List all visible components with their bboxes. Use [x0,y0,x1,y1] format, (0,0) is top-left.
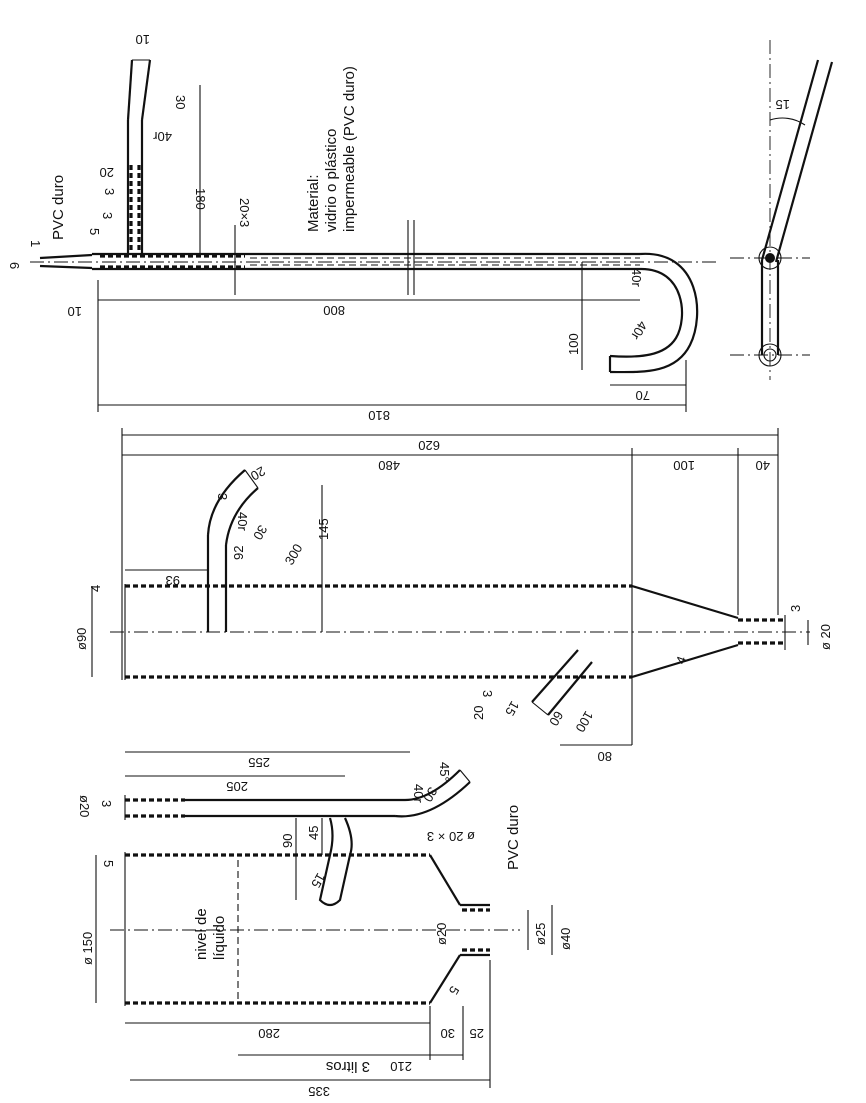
litros-label: 3 litros [326,1058,370,1075]
dim-10-top: 10 [136,32,150,47]
pvc-duro-bottom: PVC duro [505,805,522,870]
dim-3-outlet: 3 [788,605,803,612]
nivel-label-2: líquido [211,916,228,960]
dim-60: 60 [546,709,566,729]
dim-3b: 3 [100,212,115,219]
dim-180: 180 [193,188,208,210]
dim-20-mid: 20 [248,463,268,483]
dim-205: 205 [226,779,248,794]
side-detail: 15 [730,40,834,380]
dim-30: 30 [173,95,188,109]
bottom-vessel-assembly: 255 205 40r 45° 30 ø20 3 90 45 ø 20 × 3 … [77,751,573,1099]
material-value-1: vidrio o plástico [323,129,340,232]
dim-800: 800 [323,303,345,318]
dim-20-inner: ø20 [434,923,449,945]
dim-10-left: 10 [68,304,82,319]
dim-100-lower: 100 [573,709,597,735]
nivel-label-1: nivel de [193,908,210,960]
dim-100-mid: 100 [673,458,695,473]
dim-40-mid: 40 [756,458,770,473]
dim-210: 210 [390,1059,412,1074]
dim-40r: 40r [153,129,172,144]
dim-150-dia: ø 150 [80,932,95,965]
dim-5: 5 [87,228,102,235]
dim-90-dia: ø90 [74,628,89,650]
dim-20-lower: 20 [471,706,486,720]
u-bend-inner [609,267,684,358]
dim-20x3-bot: ø 20 × 3 [427,829,475,844]
dim-15-bot: 15 [308,871,328,891]
middle-body-assembly: 620 480 100 40 93 92 20 3 40r 30 300 145… [74,428,833,764]
dim-40r-mid: 40r [235,512,250,531]
material-label: Material: [305,174,322,232]
dim-93: 93 [166,573,180,588]
dim-3-bot: 3 [99,800,114,807]
dim-30-cone: 30 [441,1026,455,1041]
dim-30-bot: 30 [420,785,440,805]
dim-620: 620 [418,438,440,453]
dim-45-bot: 45 [306,826,321,840]
dim-40r-b: 40r [628,319,651,343]
dim-25-dia: ø25 [533,923,548,945]
dim-280: 280 [258,1026,280,1041]
dim-100: 100 [566,333,581,355]
dim-70: 70 [636,388,650,403]
top-tube-assembly: 800 810 100 70 180 20×3 10 30 40r 20 3 3… [7,32,720,423]
dim-4-top: 4 [88,585,103,592]
dim-300: 300 [282,541,306,567]
dim-5-cone: 5 [446,984,463,998]
dim-3a: 3 [102,188,117,195]
dim-20: 20 [100,165,114,180]
dim-3-mid: 3 [215,493,230,500]
dim-145: 145 [316,518,331,540]
dim-45-deg: 45° [437,762,452,782]
dim-6: 6 [7,262,22,269]
u-bend-outer [609,252,699,374]
dim-3-lower: 3 [480,690,495,697]
dim-15-lower: 15 [502,699,522,719]
dim-810: 810 [368,408,390,423]
dim-4-cone: 4 [673,654,690,666]
material-value-2: impermeable (PVC duro) [341,66,358,232]
dim-335: 335 [308,1084,330,1099]
dim-5-bot: 5 [101,860,116,867]
dim-40r-a: 40r [629,268,644,287]
dim-1: 1 [28,240,43,247]
dim-20-dia: ø20 [77,795,92,817]
dim-40r-bot: 40r [411,784,426,803]
dim-40-dia: ø40 [558,928,573,950]
dim-25-end: 25 [470,1026,484,1041]
dim-20-outlet: ø 20 [818,624,833,650]
dim-30-mid: 30 [250,523,270,543]
dim-255: 255 [248,755,270,770]
dim-480: 480 [378,458,400,473]
dim-15-angle: 15 [776,97,790,112]
dim-90-bot: 90 [280,834,295,848]
pvc-duro-top: PVC duro [50,175,67,240]
dim-80: 80 [598,749,612,764]
dim-92: 92 [231,546,246,560]
dim-20x3: 20×3 [237,198,252,227]
